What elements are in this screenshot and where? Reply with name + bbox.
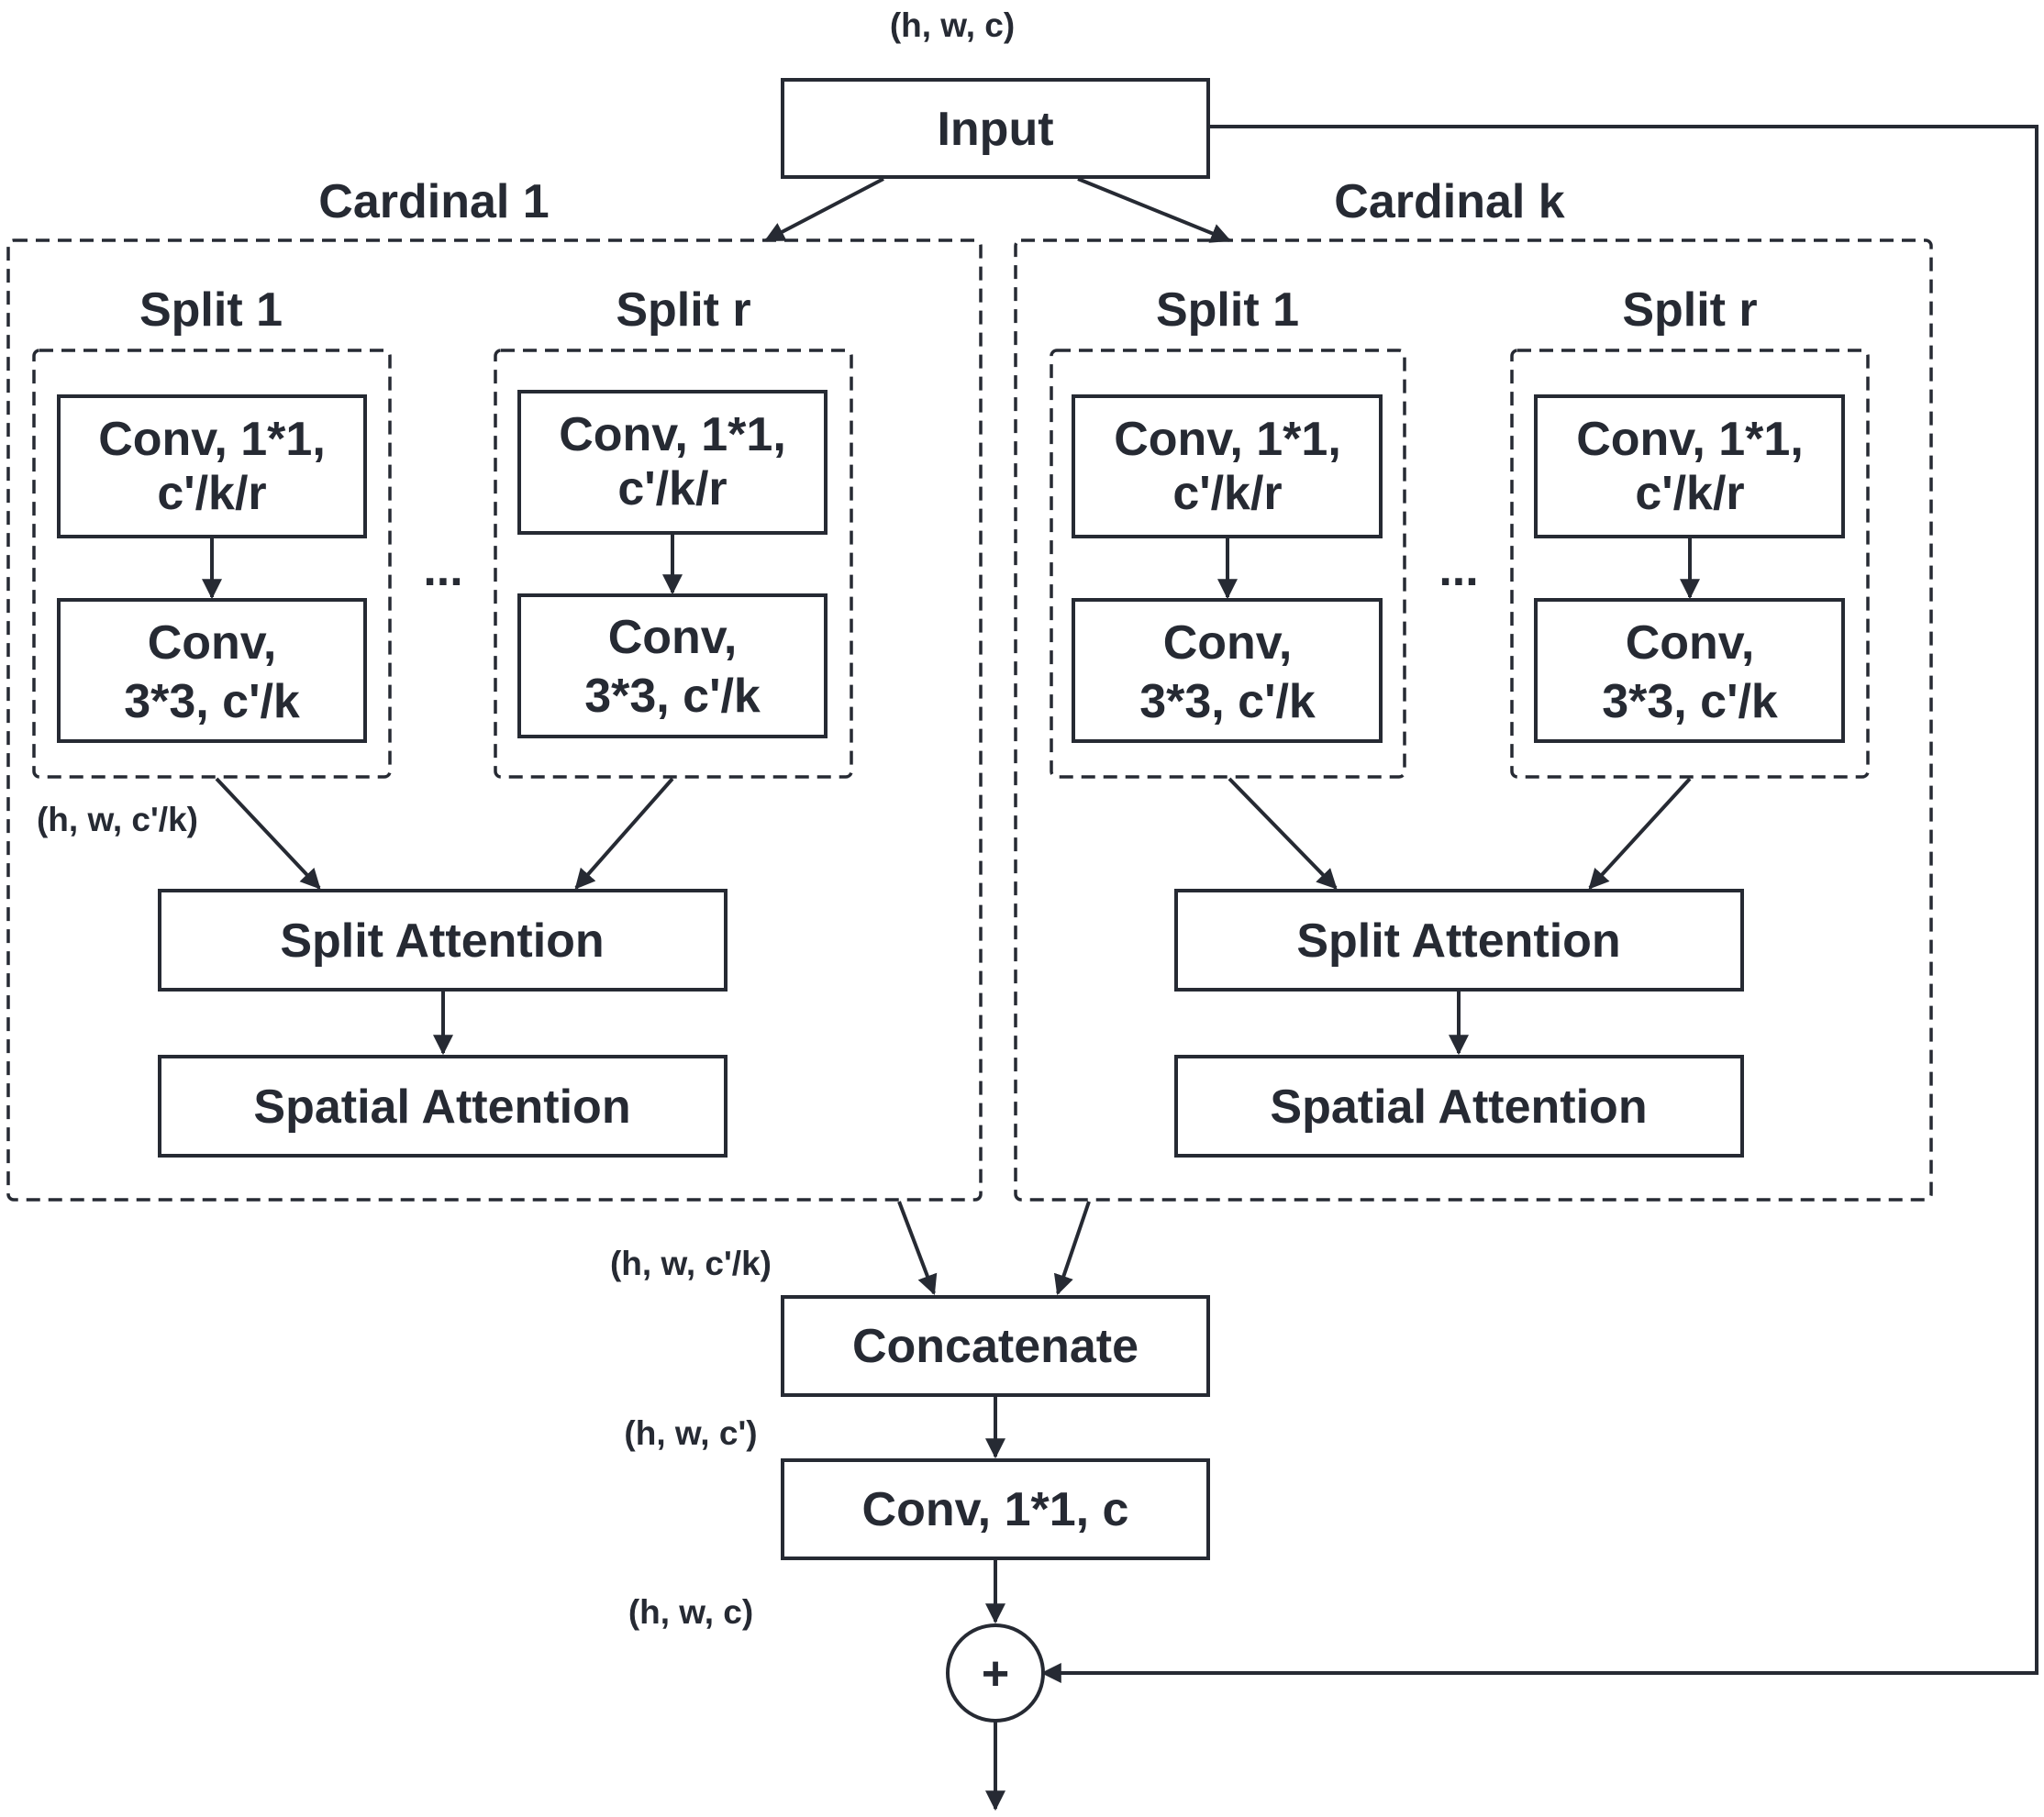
cardinal-k-split-1-conv1x1-line1: Conv, 1*1, <box>1114 413 1341 466</box>
cardinal-1-split-1-conv3x3-line1: Conv, <box>148 616 277 670</box>
cardinal-k-split-r-conv1x1-line1: Conv, 1*1, <box>1576 413 1804 466</box>
cardinal-k-spatial-attention <box>1174 1055 1744 1158</box>
cardinal-k-split-attention <box>1174 889 1744 992</box>
final-conv-output-shape: (h, w, c) <box>628 1593 753 1631</box>
sum-symbol: + <box>982 1647 1009 1701</box>
cardinal-1-split-output-shape: (h, w, c'/k) <box>37 801 198 838</box>
cardinal-1-split-1-group <box>32 349 392 779</box>
cardinal-k-split-1-conv3x3-line1: Conv, <box>1163 616 1293 670</box>
cardinal-1-split-1-conv1x1 <box>57 394 367 538</box>
cardinal-1-split-r-conv3x3-line2: 3*3, c'/k <box>584 670 761 723</box>
arrow-c1-split1-to-split-attention <box>215 777 321 890</box>
cardinal-k-split-r-conv3x3 <box>1534 598 1845 743</box>
cardinal-1-split-r-conv1x1 <box>517 390 828 535</box>
cardinal-k-split-1-group <box>1050 349 1406 779</box>
concat-output-shape: (h, w, c') <box>624 1414 757 1452</box>
arrow-input-to-cardinal-1 <box>764 177 884 242</box>
arrow-ck-splitr-to-split-attention <box>1588 777 1692 890</box>
cardinal-1-split-1-conv3x3 <box>57 598 367 743</box>
arrow-input-to-cardinal-k <box>1077 177 1232 243</box>
sum-node <box>946 1623 1045 1723</box>
cardinal-1-split-r-group <box>494 349 853 779</box>
arrow-ck-split1-to-split-attention <box>1228 777 1338 890</box>
cardinal-1-spatial-attention-label: Spatial Attention <box>253 1080 630 1134</box>
input-shape-label: (h, w, c) <box>890 6 1015 44</box>
cardinal-k-split-1-conv3x3-line2: 3*3, c'/k <box>1139 675 1316 728</box>
arrow-cardinal-k-to-concatenate <box>1053 1201 1091 1296</box>
arrow-cardinal-1-to-concatenate <box>897 1201 938 1296</box>
cardinal-k-split-1-title: Split 1 <box>1156 283 1299 337</box>
arrow-c1-splitr-to-split-attention <box>574 777 674 890</box>
cardinal-1-split-1-conv1x1-line2: c'/k/r <box>157 467 266 520</box>
cardinal-1-group <box>6 238 983 1202</box>
cardinal-k-title: Cardinal k <box>1334 175 1564 228</box>
cardinal-k-split-r-title: Split r <box>1622 283 1757 337</box>
cardinal-1-split-r-conv3x3-line1: Conv, <box>608 611 738 664</box>
cardinal-1-ellipsis: ... <box>423 543 462 596</box>
concatenate-label: Concatenate <box>852 1320 1139 1373</box>
cardinal-k-split-r-group <box>1510 349 1870 779</box>
cardinal-1-split-r-conv3x3 <box>517 593 828 738</box>
cardinal-1-split-1-title: Split 1 <box>139 283 283 337</box>
cardinal-1-split-r-title: Split r <box>616 283 750 337</box>
cardinal-k-split-r-conv1x1-line2: c'/k/r <box>1635 467 1744 520</box>
concatenate-node <box>781 1295 1210 1397</box>
final-conv-label: Conv, 1*1, c <box>862 1483 1129 1536</box>
cardinal-k-split-1-conv1x1 <box>1072 394 1383 538</box>
cardinal-1-split-1-conv1x1-line1: Conv, 1*1, <box>98 413 326 466</box>
cardinal-k-split-1-conv1x1-line2: c'/k/r <box>1172 467 1282 520</box>
cardinal-1-split-1-conv3x3-line2: 3*3, c'/k <box>124 675 300 728</box>
cardinal-k-group <box>1014 238 1933 1202</box>
cardinal-1-spatial-attention <box>158 1055 728 1158</box>
cardinal-1-split-attention-label: Split Attention <box>280 914 604 968</box>
input-node-label: Input <box>937 103 1053 156</box>
cardinal-k-split-attention-label: Split Attention <box>1296 914 1620 968</box>
cardinal-k-spatial-attention-label: Spatial Attention <box>1270 1080 1647 1134</box>
final-conv-node <box>781 1458 1210 1560</box>
residual-skip-connection <box>1040 125 2038 1683</box>
cardinal-k-split-r-conv3x3-line2: 3*3, c'/k <box>1602 675 1778 728</box>
cardinal-1-split-r-conv1x1-line2: c'/k/r <box>617 462 727 515</box>
cardinal-k-split-1-conv3x3 <box>1072 598 1383 743</box>
cardinal-k-split-r-conv1x1 <box>1534 394 1845 538</box>
cardinal-1-title: Cardinal 1 <box>318 175 549 228</box>
input-node <box>781 78 1210 179</box>
cardinal-k-ellipsis: ... <box>1439 543 1478 596</box>
cardinal-1-split-attention <box>158 889 728 992</box>
cardinal-1-split-r-conv1x1-line1: Conv, 1*1, <box>559 408 786 461</box>
cardinal-k-split-r-conv3x3-line1: Conv, <box>1626 616 1755 670</box>
cardinal-output-shape: (h, w, c'/k) <box>610 1245 772 1282</box>
